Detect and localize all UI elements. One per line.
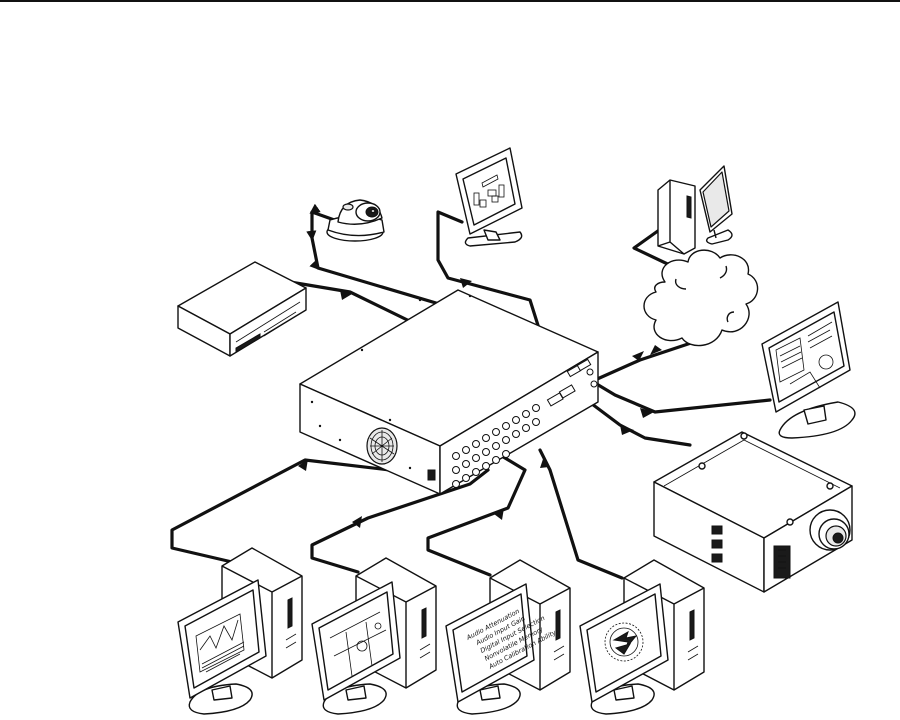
screw-holes: [310, 294, 472, 470]
arrow-icon: [298, 459, 308, 471]
arrow-icon: [340, 290, 352, 300]
main-switcher: [299, 289, 599, 495]
arrow-icon: [650, 345, 662, 355]
cable-source-pc-4: [538, 448, 624, 580]
network-cloud: [643, 249, 759, 347]
cable-source-pc-2: [310, 468, 490, 574]
arrow-icon: [540, 456, 549, 468]
cable-monitor-out: [588, 378, 772, 414]
cable-network: [593, 338, 702, 382]
arrow-icon: [632, 351, 644, 361]
source-pc-2: [311, 557, 437, 715]
arrow-icon: [620, 425, 634, 435]
cable-touch-panel: [436, 210, 562, 397]
remote-computer: [657, 165, 733, 255]
recorder-unit: [177, 261, 307, 357]
source-pc-4: [579, 559, 705, 715]
arrow-icon: [460, 278, 472, 288]
arrow-icon: [352, 516, 362, 528]
arrow-icon: [640, 408, 654, 418]
source-pc-1: [177, 547, 303, 715]
projector-lens: [809, 509, 851, 551]
source-pc-3: Audio Attenuation Audio Input Gain Digit…: [445, 559, 571, 715]
touch-panel: [455, 147, 523, 247]
output-monitor: [761, 301, 856, 439]
power-switch: [427, 469, 436, 481]
projector-vents: [711, 525, 791, 579]
arrow-icon: [494, 508, 504, 520]
cable-projector-out: [578, 393, 692, 447]
logo-badge-icon: [604, 622, 644, 662]
connector-ports: [546, 358, 598, 407]
cable-source-pc-3: [426, 453, 527, 577]
ptz-camera: [326, 199, 385, 242]
connector-panel: [452, 404, 540, 488]
fan-icon: [366, 427, 398, 465]
projector: [653, 431, 853, 593]
